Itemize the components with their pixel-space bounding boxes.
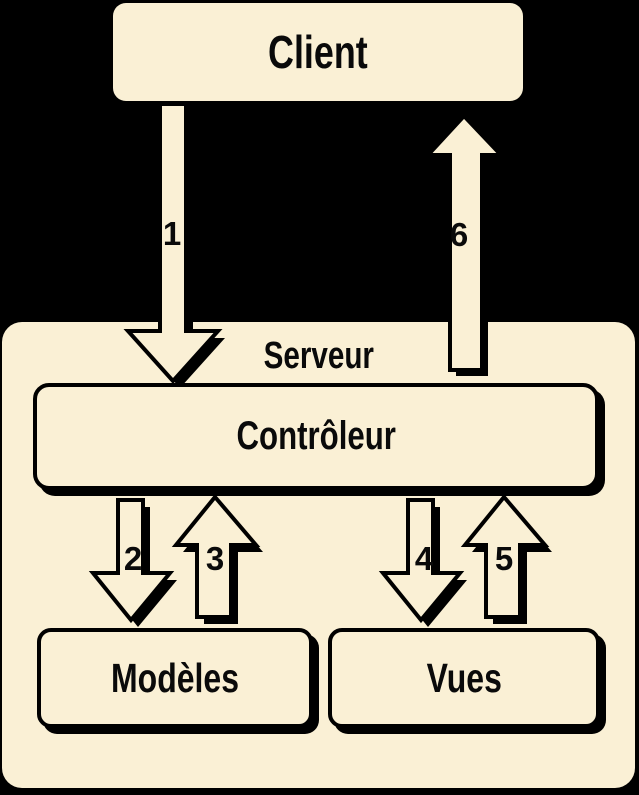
controleur-label: Contrôleur: [236, 414, 396, 458]
modeles-box: Modèles: [37, 628, 313, 728]
arrow-6-number: 6: [450, 216, 468, 253]
modeles-label: Modèles: [111, 654, 239, 701]
vues-box: Vues: [328, 628, 600, 728]
client-box: Client: [113, 3, 523, 101]
arrow-1-number: 1: [163, 215, 181, 252]
vues-label: Vues: [426, 654, 502, 701]
client-label: Client: [268, 26, 368, 78]
serveur-label: Serveur: [263, 335, 374, 377]
controleur-box: Contrôleur: [33, 383, 599, 490]
